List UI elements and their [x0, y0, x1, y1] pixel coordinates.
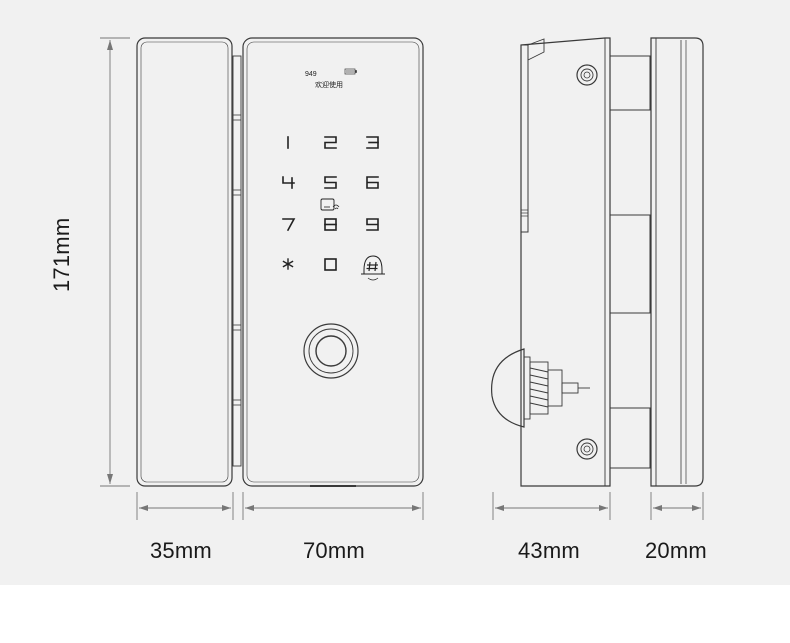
- key-0: [324, 258, 337, 271]
- key-4: [282, 176, 295, 189]
- side-depth-label: 43mm: [518, 538, 580, 563]
- dimension-lines: [100, 37, 704, 520]
- key-2: [324, 136, 337, 149]
- lcd-code-text: 949: [305, 71, 317, 78]
- bell-icon: [361, 255, 385, 281]
- keypad: [282, 136, 379, 271]
- lcd-welcome-text: 欢迎使用: [315, 82, 343, 89]
- card-icon: [320, 198, 340, 211]
- key-5: [324, 176, 337, 189]
- key-9: [366, 218, 379, 231]
- body-width-label: 70mm: [303, 538, 365, 563]
- back-plate: [650, 37, 704, 487]
- key-6: [366, 176, 379, 189]
- key-7: [282, 218, 296, 232]
- handle-view: [136, 37, 242, 487]
- key-3: [366, 136, 379, 149]
- key-8: [324, 218, 337, 231]
- key-star: [282, 258, 294, 270]
- handle-width-label: 35mm: [150, 538, 212, 563]
- lock-technical-drawing: [100, 37, 704, 520]
- height-dimension-label: 171mm: [49, 217, 74, 292]
- fingerprint-sensor: [303, 323, 359, 379]
- battery-icon: [344, 68, 357, 75]
- thread: [529, 361, 590, 415]
- front-panel: [242, 37, 424, 487]
- diagram-stage: 949 欢迎使用 171mm 35mm 70mm 43mm 20mm: [0, 0, 790, 585]
- side-view: [491, 37, 651, 487]
- back-depth-label: 20mm: [645, 538, 707, 563]
